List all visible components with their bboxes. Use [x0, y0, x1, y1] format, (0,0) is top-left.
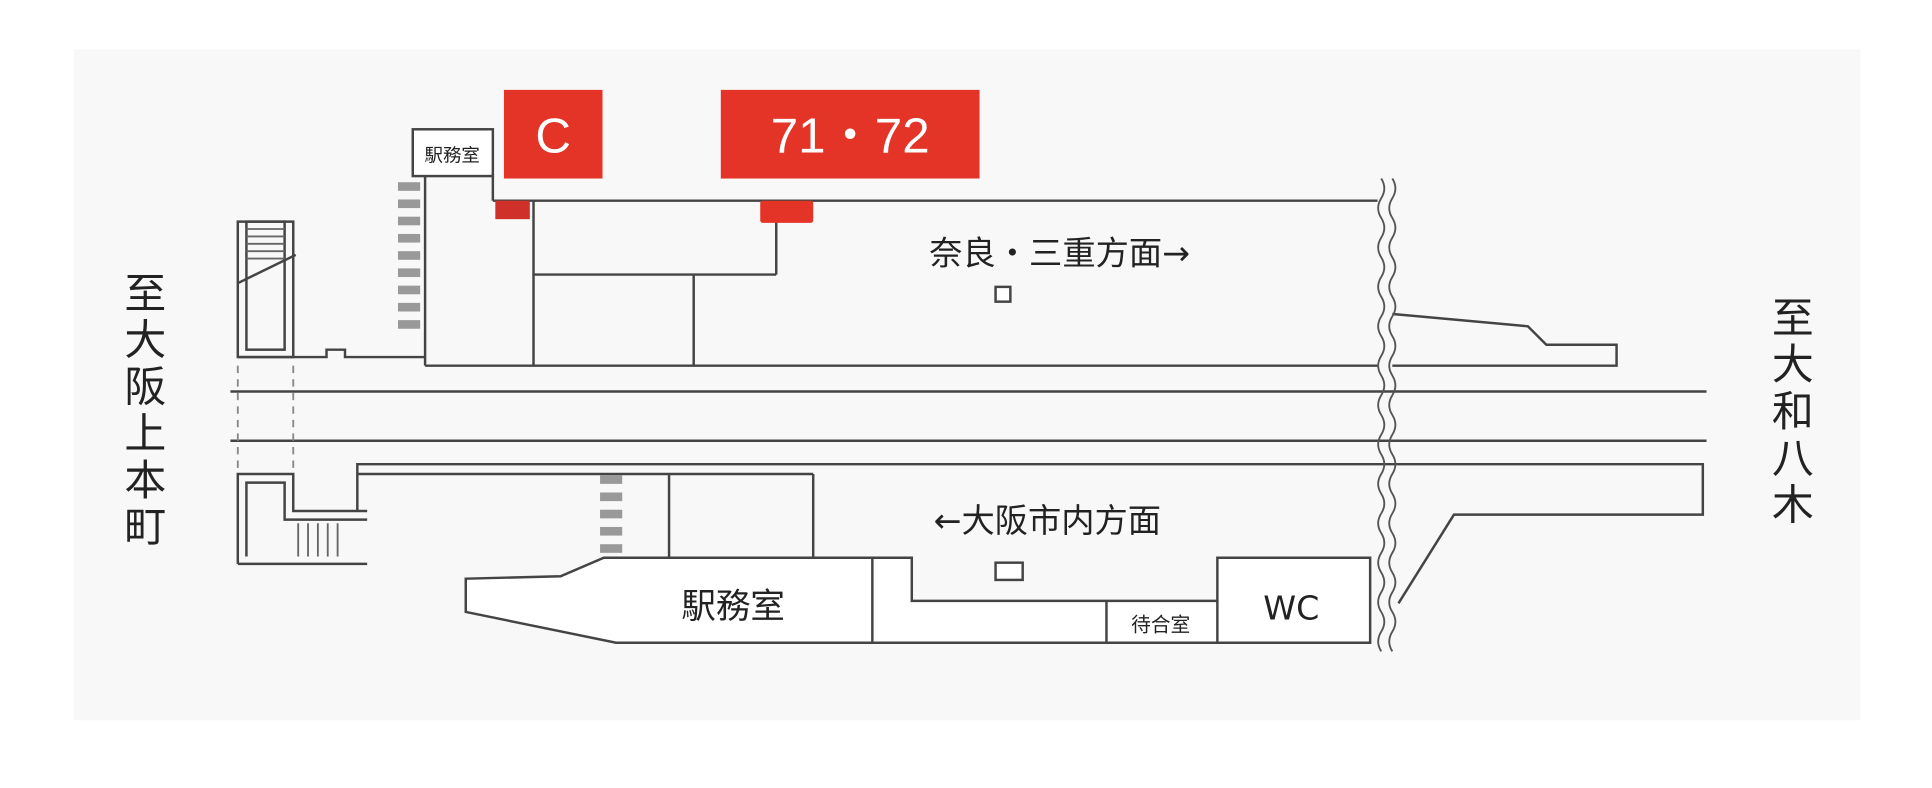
wc-label: WC — [1263, 588, 1319, 627]
upper-direction-label: 奈良・三重方面→ — [929, 234, 1190, 273]
destination-right: 至 大 和 八 木 — [1772, 293, 1814, 529]
station-building — [464, 556, 1372, 644]
svg-text:和: 和 — [1772, 387, 1814, 436]
exit-label-c: C — [535, 109, 571, 164]
svg-text:上: 上 — [124, 409, 166, 458]
svg-text:大: 大 — [1772, 340, 1814, 389]
tracks — [230, 365, 1707, 475]
left-lower-staircase — [236, 472, 368, 566]
exit-badge-71-72[interactable]: 71・72 — [720, 89, 980, 179]
exit-marker-71-72 — [760, 200, 814, 223]
svg-text:本: 本 — [124, 456, 166, 505]
station-office-label: 駅務室 — [681, 587, 784, 627]
svg-text:八: 八 — [1772, 434, 1814, 483]
small-station-office: 駅務室 — [411, 128, 495, 178]
lower-stairs — [600, 475, 623, 553]
svg-text:駅務室: 駅務室 — [424, 145, 479, 166]
svg-text:木: 木 — [1772, 481, 1814, 530]
lower-direction-label: ←大阪市内方面 — [934, 501, 1161, 540]
break-mark — [1377, 178, 1397, 652]
upper-stairs — [397, 182, 421, 329]
upper-platform — [237, 176, 1618, 367]
destination-left: 至 大 阪 上 本 町 — [124, 269, 166, 552]
elevator-icon — [994, 561, 1024, 582]
svg-text:至: 至 — [1772, 293, 1814, 342]
svg-text:町: 町 — [124, 503, 166, 552]
lower-platform — [356, 462, 1705, 604]
elevator-icon — [994, 285, 1012, 303]
exit-label-71-72: 71・72 — [771, 109, 930, 164]
svg-text:至: 至 — [124, 269, 166, 318]
waiting-room-label: 待合室 — [1131, 614, 1190, 637]
left-upper-staircase — [236, 220, 297, 359]
svg-text:阪: 阪 — [124, 362, 166, 411]
svg-text:大: 大 — [124, 316, 166, 365]
exit-marker-c — [495, 200, 530, 220]
exit-badge-c[interactable]: C — [503, 89, 603, 179]
